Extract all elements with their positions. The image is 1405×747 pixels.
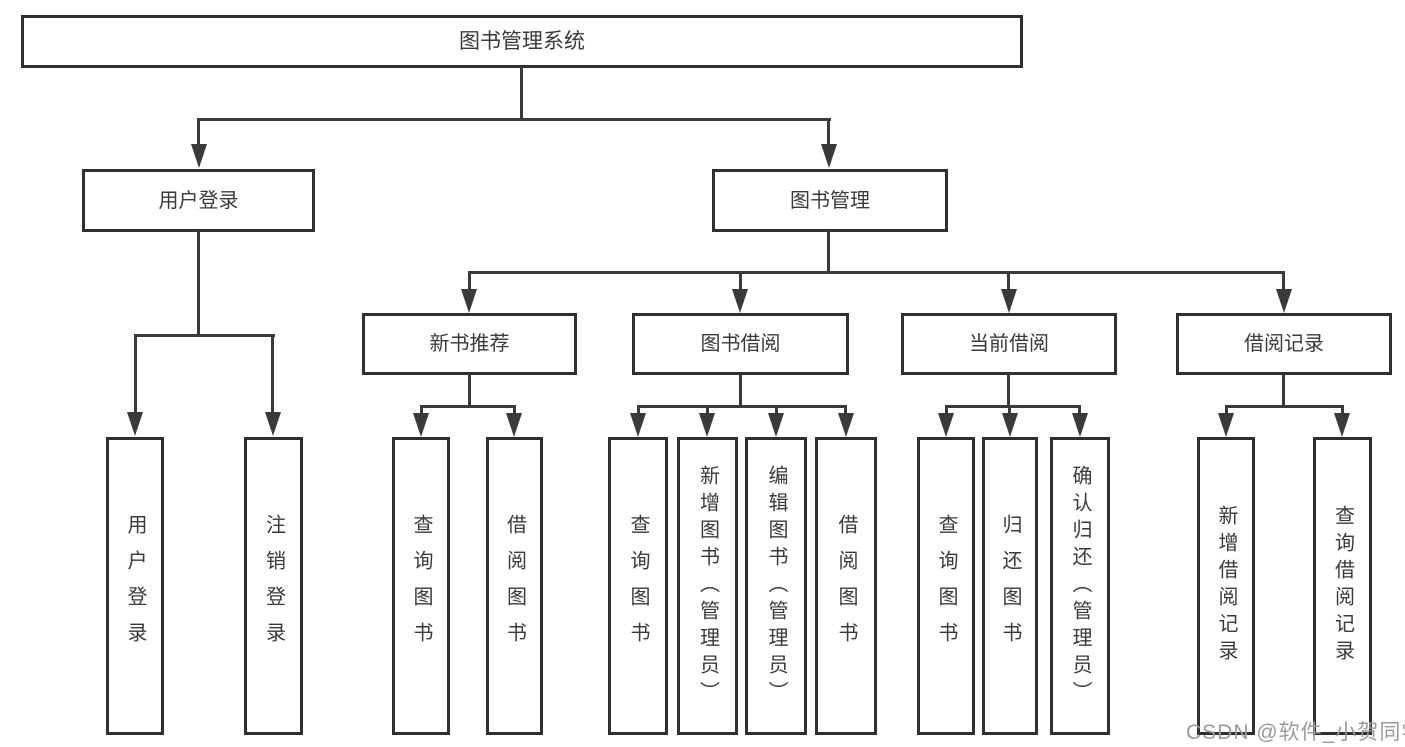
node-book-mgmt: 图书管理 — [712, 169, 948, 232]
edge-stem-records — [1282, 271, 1285, 291]
arrowhead-leaf — [938, 413, 954, 437]
arrowhead-new-books — [461, 289, 477, 313]
edge-stem-logout-leaf — [271, 334, 274, 413]
edge-stem-leaf — [637, 405, 640, 415]
arrowhead-book-mgmt — [821, 144, 837, 168]
node-user-login: 用户登录 — [82, 169, 315, 232]
edge-stem-leaf — [1078, 405, 1081, 415]
leaf-user-login: 用户登录 — [106, 437, 164, 735]
csdn-watermark: CSDN @软件_小贺同学 — [1186, 721, 1405, 744]
edge-stem-leaf — [844, 405, 847, 415]
edge-stem-leaf — [1225, 405, 1228, 415]
edge-stem-leaf — [1341, 405, 1344, 415]
leaf-query-books-1: 查询图书 — [392, 437, 450, 735]
arrowhead-leaf — [1072, 413, 1088, 437]
edge-root-vstem — [520, 67, 523, 120]
node-new-books: 新书推荐 — [362, 313, 577, 375]
edge-stem-current — [1007, 271, 1010, 291]
edge-borrow-hbranch — [637, 405, 847, 408]
arrowhead-leaf — [1334, 413, 1350, 437]
edge-current-vstem — [1007, 374, 1010, 407]
leaf-add-borrow-record: 新增借阅记录 — [1197, 437, 1255, 735]
edge-root-hbranch — [198, 118, 831, 121]
edge-current-hbranch — [945, 405, 1081, 408]
edge-stem-leaf — [706, 405, 709, 415]
arrowhead-login-leaf — [127, 412, 143, 436]
node-root-library-system: 图书管理系统 — [21, 15, 1023, 68]
arrowhead-borrow — [732, 289, 748, 313]
arrowhead-user-login — [191, 144, 207, 168]
leaf-add-book-admin: 新增图书（管理员） — [677, 437, 738, 735]
leaf-query-books-3: 查询图书 — [917, 437, 975, 735]
edge-stem-leaf — [513, 405, 516, 415]
arrowhead-leaf — [1218, 413, 1234, 437]
node-book-borrow: 图书借阅 — [632, 313, 849, 375]
leaf-confirm-return-admin: 确认归还（管理员） — [1050, 437, 1110, 735]
edge-stem-book-mgmt — [827, 118, 830, 146]
arrowhead-leaf — [699, 413, 715, 437]
leaf-query-borrow-record: 查询借阅记录 — [1313, 437, 1372, 735]
arrowhead-leaf — [630, 413, 646, 437]
arrowhead-leaf — [413, 413, 429, 437]
arrowhead-leaf — [1002, 413, 1018, 437]
edge-borrow-vstem — [739, 374, 742, 407]
edge-stem-leaf — [1008, 405, 1011, 415]
edge-stem-leaf — [945, 405, 948, 415]
edge-stem-login-leaf — [134, 334, 137, 413]
edge-records-vstem — [1282, 374, 1285, 407]
edge-stem-leaf — [775, 405, 778, 415]
edge-stem-user-login — [197, 118, 200, 146]
leaf-borrow-books-2: 借阅图书 — [815, 437, 877, 735]
node-borrow-records: 借阅记录 — [1176, 313, 1392, 375]
edge-stem-borrow — [739, 271, 742, 291]
edge-stem-new-books — [468, 271, 471, 291]
edge-records-hbranch — [1225, 405, 1343, 408]
arrowhead-leaf — [506, 413, 522, 437]
edge-userlogin-hbranch — [134, 334, 275, 337]
leaf-return-book: 归还图书 — [982, 437, 1038, 735]
edge-stem-leaf — [420, 405, 423, 415]
leaf-borrow-books-1: 借阅图书 — [486, 437, 543, 735]
edge-newbooks-vstem — [468, 374, 471, 407]
edge-bookmgmt-hbranch — [469, 271, 1283, 274]
edge-userlogin-vstem — [197, 231, 200, 336]
leaf-logout: 注销登录 — [244, 437, 303, 735]
arrowhead-records — [1276, 289, 1292, 313]
node-current-borrow: 当前借阅 — [901, 313, 1117, 375]
arrowhead-current — [1001, 289, 1017, 313]
edge-newbooks-hbranch — [420, 405, 516, 408]
arrowhead-leaf — [838, 413, 854, 437]
leaf-query-books-2: 查询图书 — [608, 437, 668, 735]
arrowhead-logout-leaf — [265, 412, 281, 436]
arrowhead-leaf — [768, 413, 784, 437]
leaf-edit-book-admin: 编辑图书（管理员） — [745, 437, 807, 735]
edge-bookmgmt-vstem — [827, 231, 830, 273]
